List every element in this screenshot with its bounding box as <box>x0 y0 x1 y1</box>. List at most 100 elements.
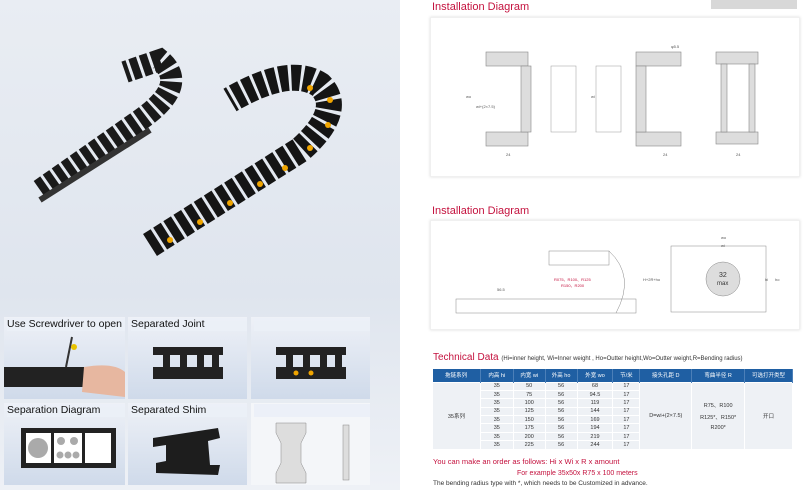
wi-label: wi <box>591 94 595 99</box>
max-number: 32 <box>719 272 727 279</box>
wi-formula-label: wi+(2×7.5) <box>476 104 496 109</box>
table-cell: 94.5 <box>576 389 614 400</box>
tile-caption <box>254 404 370 417</box>
table-cell: 150 <box>512 415 546 425</box>
column-header: 节/米 <box>612 369 641 382</box>
wo-label: wo <box>466 94 472 99</box>
column-header: 可选打开类型 <box>744 369 793 382</box>
cable-chain-photo <box>33 47 342 256</box>
tile-separated-joint: Separated Joint <box>128 317 247 399</box>
column-header: 拖链系列 <box>432 369 481 382</box>
tile-separated-shim: Separated Shim <box>128 403 247 485</box>
tile-caption <box>254 318 370 331</box>
table-cell: 17 <box>612 431 641 442</box>
table-cell: 100 <box>512 398 546 408</box>
installation-diagram-2: 32 max 56.5 R075、R100、R125 R150、R200 H+2… <box>430 220 800 330</box>
table-cell: 56 <box>544 389 578 400</box>
table-cell: 35 <box>479 398 514 408</box>
dim-label: 24 <box>663 152 668 157</box>
wo-label: wo <box>721 235 727 240</box>
technical-data-title: Technical Data (Hi=inner height, Wi=Inne… <box>433 352 743 363</box>
product-photo-panel: Use Screwdriver to open Separated Joint … <box>0 0 400 490</box>
table-cell: 17 <box>612 406 641 417</box>
d-formula-cell: D=wi+(2×7.5) <box>639 381 693 450</box>
radius-value: R75、R100 <box>703 402 733 409</box>
height-label: H+2R+ho <box>643 277 661 282</box>
radius-value: R200* <box>710 424 726 431</box>
table-cell: 200 <box>512 431 546 442</box>
table-cell: 17 <box>612 381 641 391</box>
table-cell: 119 <box>576 398 614 408</box>
table-cell: 225 <box>512 440 546 450</box>
radius-label: R150、R200 <box>561 283 585 288</box>
order-line: You can make an order as follows: Hi x W… <box>433 457 620 466</box>
dim-label: 24 <box>736 152 741 157</box>
series-cell: 35系列 <box>432 381 481 450</box>
table-cell: 244 <box>576 440 614 450</box>
tile-caption: Separated Joint <box>131 318 247 331</box>
column-header: 内高 hi <box>480 369 514 382</box>
table-cell: 17 <box>612 423 641 433</box>
table-cell: 144 <box>576 406 614 417</box>
table-cell: 35 <box>479 415 514 425</box>
note-line: The bending radius type with *, which ne… <box>433 480 648 487</box>
table-cell: 169 <box>576 415 614 425</box>
tile-shim-drawing <box>251 403 370 485</box>
tile-caption: Use Screwdriver to open <box>7 318 125 331</box>
dim-label: 24 <box>506 152 511 157</box>
table-cell: 56 <box>544 431 578 442</box>
tile-caption: Separation Diagram <box>7 404 125 417</box>
max-word: max <box>717 281 728 287</box>
table-cell: 17 <box>612 415 641 425</box>
installation-diagram-title-2: Installation Diagram <box>432 205 530 217</box>
wi-label: wi <box>721 243 725 248</box>
column-header: 外高 ho <box>545 369 578 382</box>
hi-label: hi <box>765 277 768 282</box>
installation-diagram-title-1: Installation Diagram <box>432 1 530 13</box>
table-cell: 35 <box>479 389 514 400</box>
table-cell: 75 <box>512 389 546 400</box>
technical-title: Technical Data <box>433 352 499 363</box>
table-cell: 56 <box>544 415 578 425</box>
table-cell: 56 <box>544 423 578 433</box>
tile-separation-diagram: Separation Diagram <box>4 403 125 485</box>
table-cell: 175 <box>512 423 546 433</box>
column-header: 弯曲半径 R <box>691 369 746 382</box>
table-cell: 56 <box>544 398 578 408</box>
table-cell: 35 <box>479 440 514 450</box>
pitch-label: 56.5 <box>497 287 506 292</box>
column-header: 外宽 wo <box>577 369 614 382</box>
table-cell: 56 <box>544 406 578 417</box>
table-cell: 194 <box>576 423 614 433</box>
technical-subtitle: (Hi=inner height, Wi=Inner weight , Ho=O… <box>501 356 743 362</box>
column-header: 接头孔距 D <box>639 369 693 382</box>
ho-label: ho <box>775 277 780 282</box>
table-cell: 56 <box>544 440 578 450</box>
open-type-cell: 开口 <box>744 381 793 450</box>
hole-label: φ5.5 <box>671 44 680 49</box>
tile-caption: Separated Shim <box>131 404 247 417</box>
table-cell: 125 <box>512 406 546 417</box>
installation-diagram-1: φ5.5 24 24 24 wo wi+(2×7.5) wi <box>430 17 800 177</box>
tile-joint-with-pins <box>251 317 370 399</box>
table-cell: 56 <box>544 381 578 391</box>
table-cell: 17 <box>612 389 641 400</box>
table-cell: 35 <box>479 423 514 433</box>
table-cell: 17 <box>612 398 641 408</box>
table-cell: 219 <box>576 431 614 442</box>
radius-value: R125*、R150* <box>700 414 737 421</box>
table-cell: 35 <box>479 406 514 417</box>
radius-label: R075、R100、R125 <box>554 277 591 282</box>
header-block <box>711 0 797 9</box>
table-cell: 35 <box>479 381 514 391</box>
table-cell: 17 <box>612 440 641 450</box>
table-cell: 35 <box>479 431 514 442</box>
example-line: For example 35x50x R75 x 100 meters <box>517 470 638 477</box>
